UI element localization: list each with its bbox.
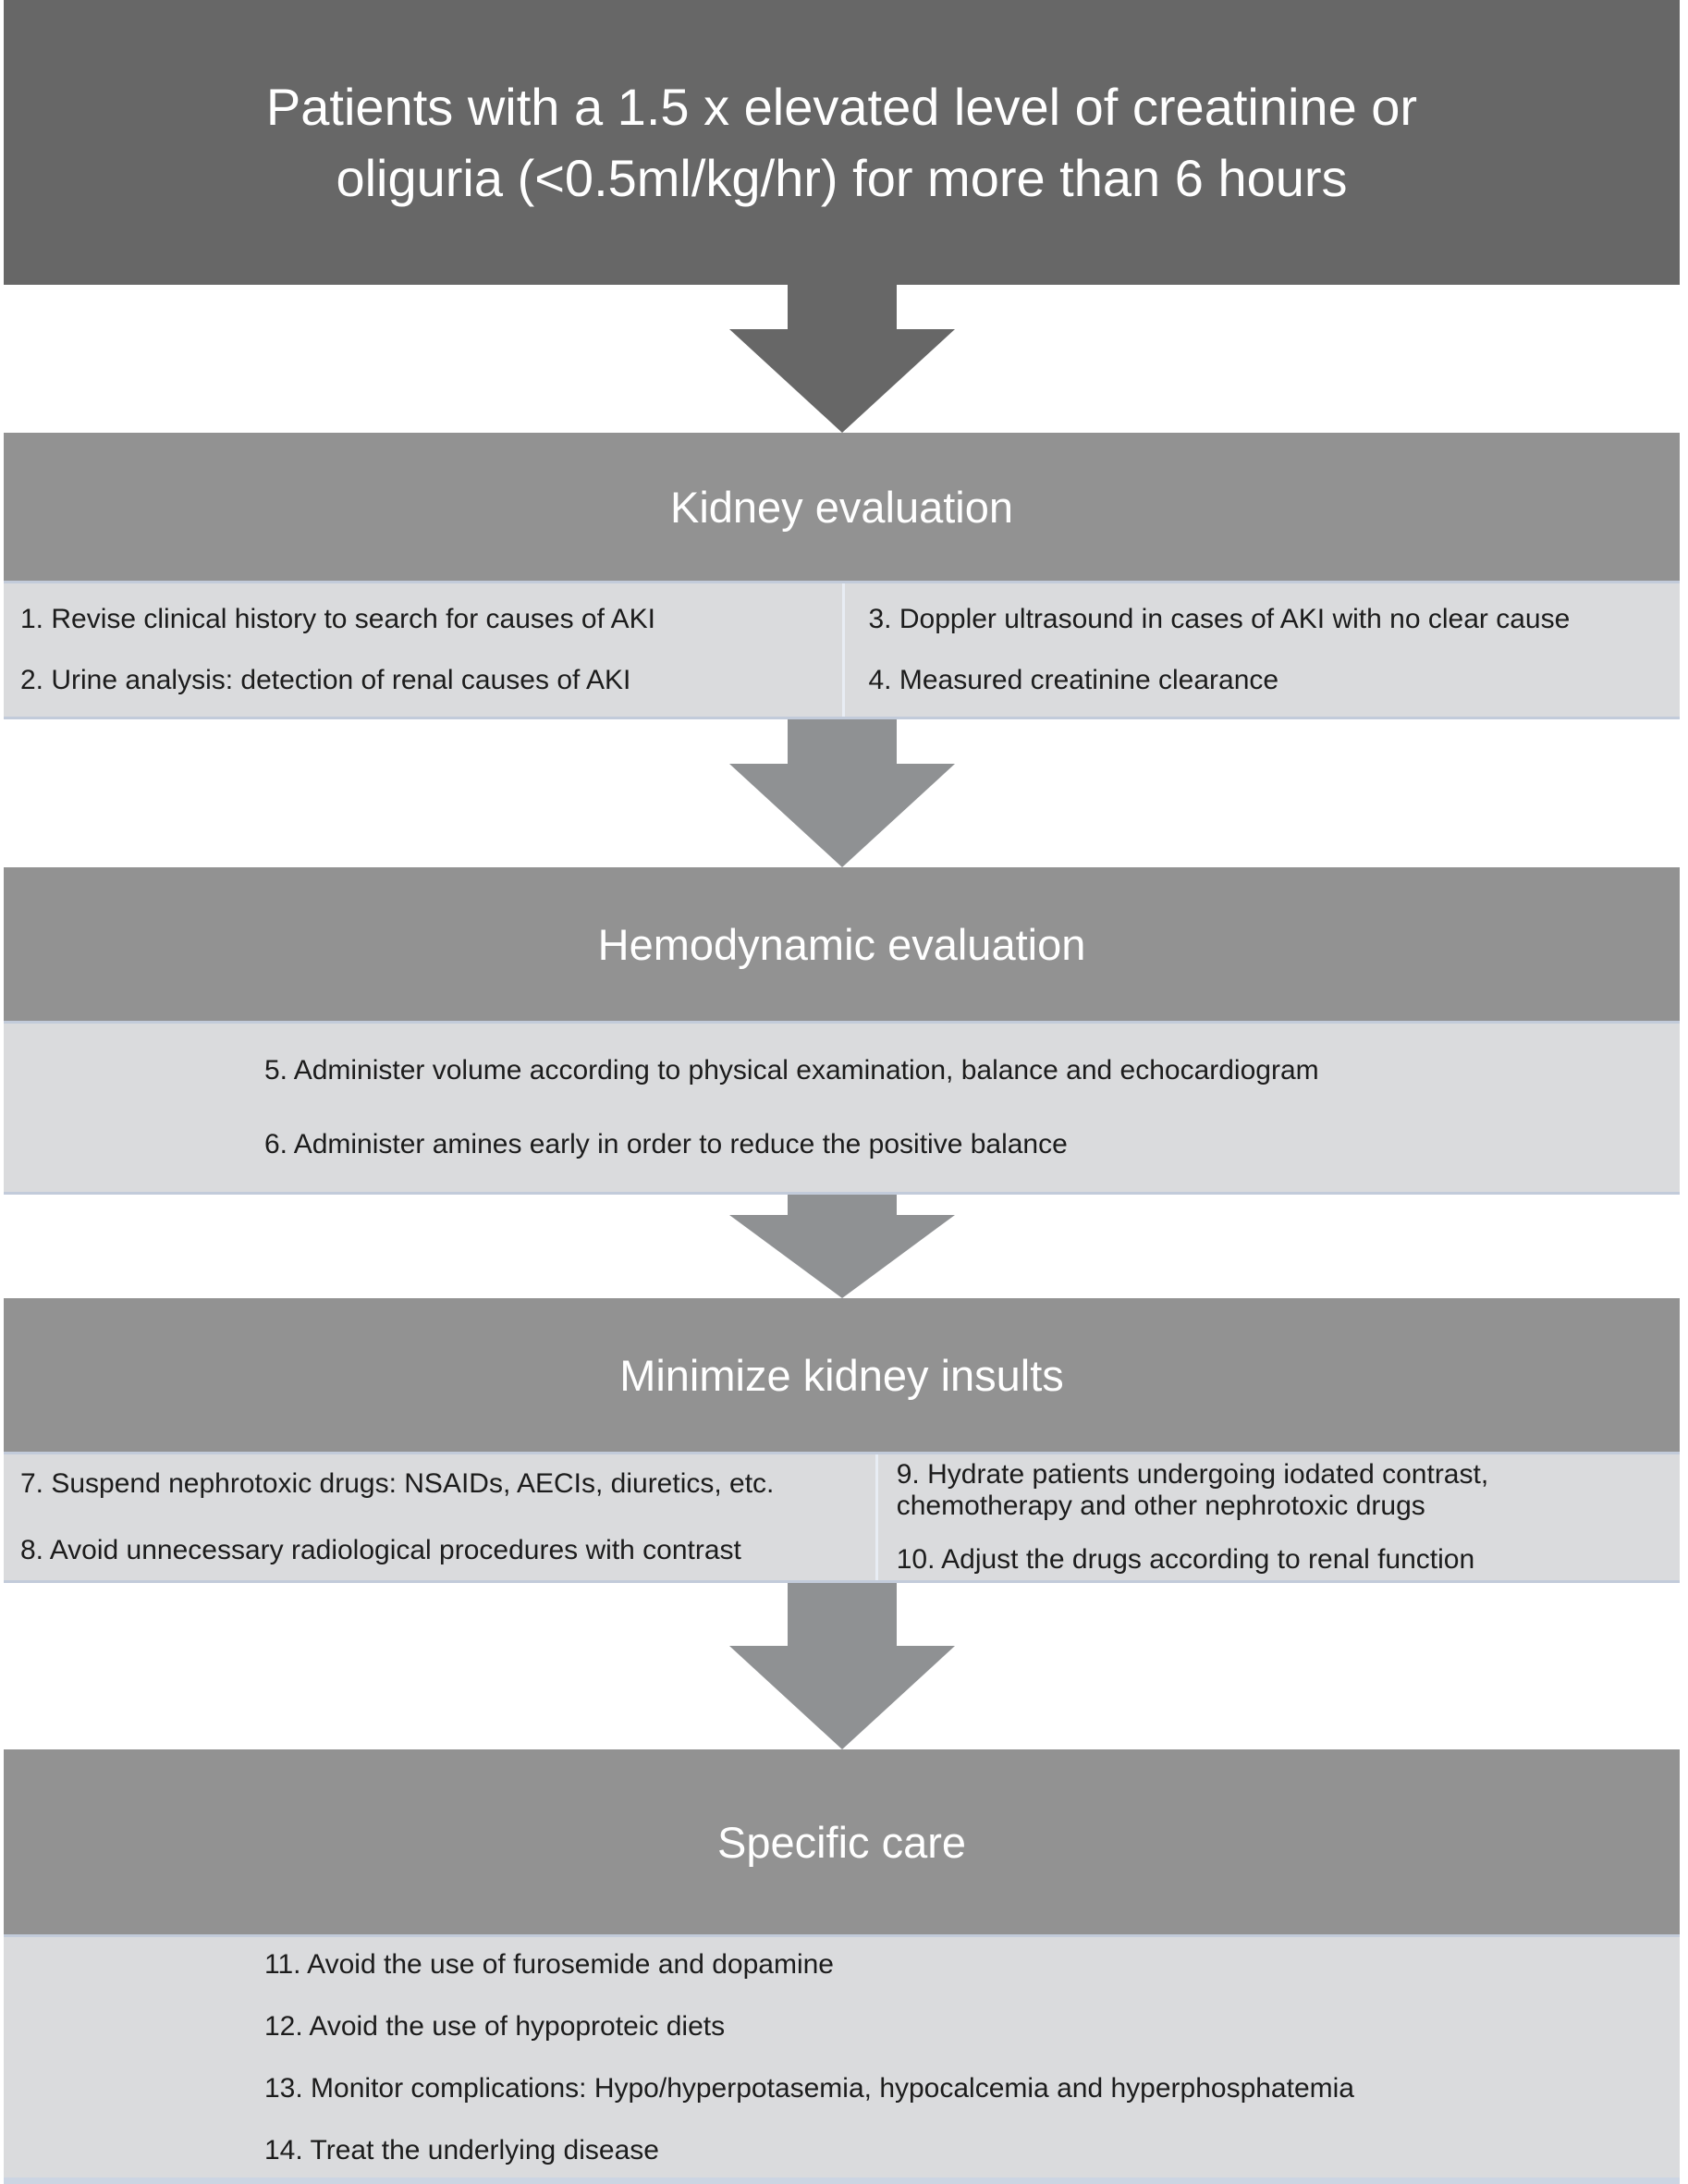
arrow-head-icon: [728, 1215, 955, 1298]
stage-band-minimize-kidney-insults: Minimize kidney insults: [4, 1298, 1680, 1452]
kidney-evaluation-left-column: 1. Revise clinical history to search for…: [4, 583, 842, 717]
list-item: 4. Measured creatinine clearance: [868, 665, 1279, 695]
stage-title: Hemodynamic evaluation: [597, 919, 1086, 969]
arrow-head-icon: [728, 329, 955, 433]
arrow-stem: [787, 285, 897, 329]
arrow-stem: [787, 719, 897, 764]
list-item: 13. Monitor complications: Hypo/hyperpot…: [264, 2072, 1354, 2104]
minimize-insults-left-column: 7. Suspend nephrotoxic drugs: NSAIDs, AE…: [4, 1454, 875, 1580]
stage-band-hemodynamic-evaluation: Hemodynamic evaluation: [4, 867, 1680, 1021]
kidney-evaluation-items-box: 1. Revise clinical history to search for…: [4, 581, 1680, 719]
arrow-head-icon: [728, 1646, 955, 1749]
list-item: 8. Avoid unnecessary radiological proced…: [20, 1535, 741, 1565]
arrow-stem: [787, 1583, 897, 1646]
list-item: 1. Revise clinical history to search for…: [20, 604, 655, 634]
arrow-head-icon: [728, 764, 955, 867]
list-item: 5. Administer volume according to physic…: [264, 1055, 1319, 1086]
minimize-insults-right-column: 9. Hydrate patients undergoing iodated c…: [875, 1454, 1680, 1580]
arrow-stem: [787, 1195, 897, 1215]
minimize-kidney-insults-items-box: 7. Suspend nephrotoxic drugs: NSAIDs, AE…: [4, 1452, 1680, 1583]
flow-arrow-down-3: [4, 1195, 1680, 1298]
list-item: 7. Suspend nephrotoxic drugs: NSAIDs, AE…: [20, 1468, 775, 1499]
stage-band-specific-care: Specific care: [4, 1749, 1680, 1934]
stage-band-kidney-evaluation: Kidney evaluation: [4, 433, 1680, 581]
stage-title: Minimize kidney insults: [619, 1350, 1064, 1400]
list-item: 12. Avoid the use of hypoproteic diets: [264, 2010, 726, 2042]
list-item: 6. Administer amines early in order to r…: [264, 1129, 1068, 1159]
list-item: 11. Avoid the use of furosemide and dopa…: [264, 1948, 834, 1980]
list-item: 2. Urine analysis: detection of renal ca…: [20, 665, 631, 695]
entry-criteria-text: Patients with a 1.5 x elevated level of …: [265, 77, 1418, 207]
kidney-evaluation-right-column: 3. Doppler ultrasound in cases of AKI wi…: [841, 583, 1681, 717]
list-item: 14. Treat the underlying disease: [264, 2134, 659, 2166]
stage-title: Specific care: [716, 1817, 967, 1867]
flow-arrow-down-2: [4, 719, 1680, 867]
entry-criteria-box: Patients with a 1.5 x elevated level of …: [4, 0, 1680, 285]
specific-care-items-box: 11. Avoid the use of furosemide and dopa…: [4, 1934, 1680, 2184]
list-item: 9. Hydrate patients undergoing iodated c…: [896, 1459, 1489, 1521]
flow-arrow-down-1: [4, 285, 1680, 433]
stage-title: Kidney evaluation: [669, 482, 1014, 532]
list-item: 3. Doppler ultrasound in cases of AKI wi…: [868, 604, 1571, 634]
flow-arrow-down-4: [4, 1583, 1680, 1749]
hemodynamic-evaluation-items-box: 5. Administer volume according to physic…: [4, 1021, 1680, 1195]
list-item: 10. Adjust the drugs according to renal …: [896, 1544, 1475, 1575]
